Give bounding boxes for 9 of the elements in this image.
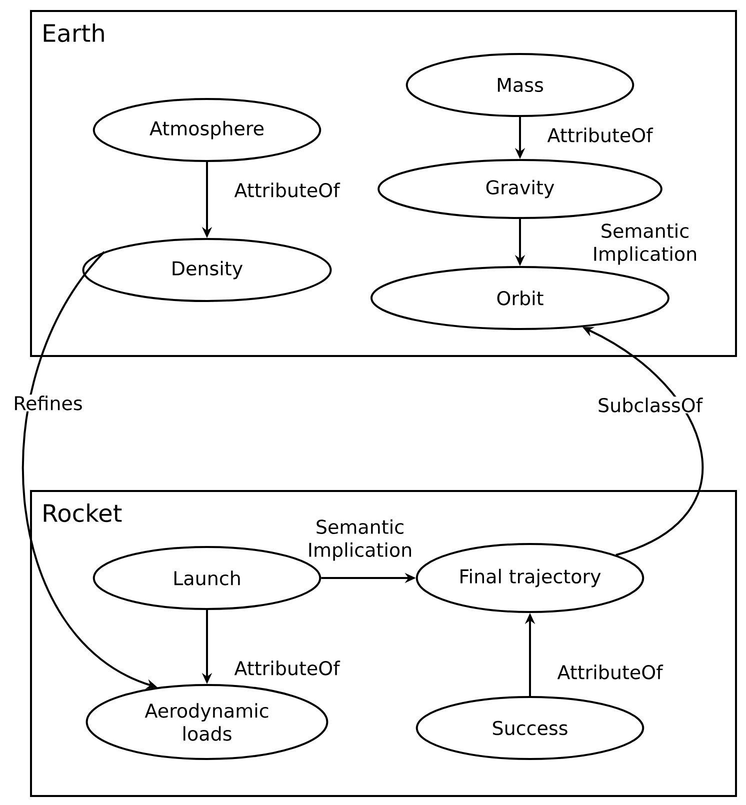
edge-label: AttributeOf [547,128,654,142]
edge-label: Semantic Implication [594,223,696,265]
edge-label: AttributeOf [234,182,340,198]
edge-label: AttributeOf [557,664,664,680]
group-heading: Rocket [44,504,122,522]
edge-label: AttributeOf [234,660,340,676]
edge-label: SubclassOf [596,396,704,414]
edge-label: Refines [12,394,84,412]
group-heading: Earth [44,24,104,42]
